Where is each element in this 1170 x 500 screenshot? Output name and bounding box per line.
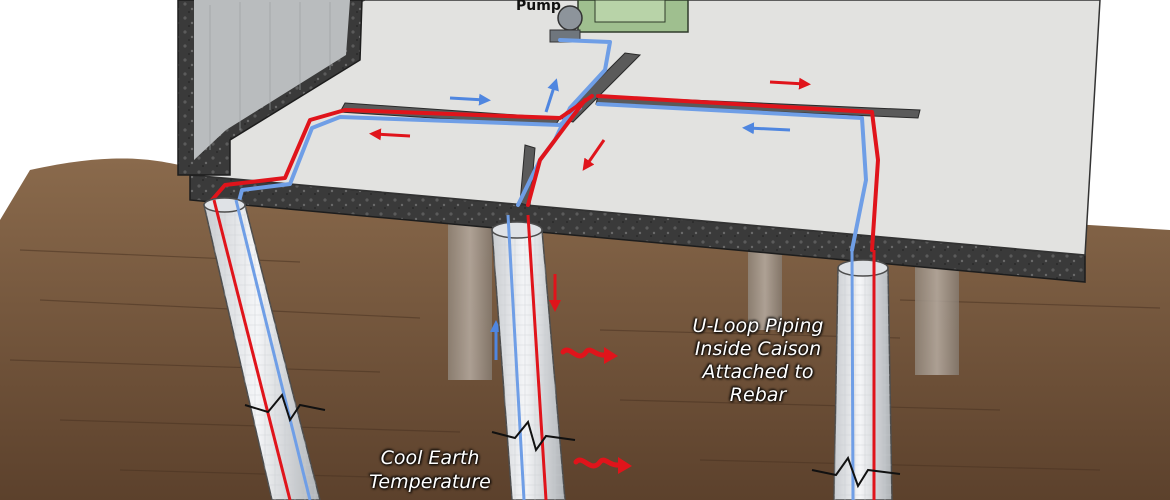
cool-earth-label: Cool Earth Temperature	[345, 446, 515, 494]
pump-icon	[549, 0, 689, 43]
heat-wave-icon	[560, 347, 621, 469]
caisson-right	[811, 249, 901, 500]
background-pier	[915, 255, 959, 375]
caisson-left	[203, 197, 326, 500]
cool-earth-label-line: Cool Earth	[380, 447, 480, 469]
floor-piping	[210, 38, 880, 252]
background-pier	[448, 220, 492, 380]
background-pier	[748, 250, 782, 330]
uloop-label-line: Attached to	[702, 361, 814, 383]
flow-arrow-icon	[369, 77, 811, 360]
back-wall-face	[194, 0, 350, 160]
uloop-label-line: Rebar	[729, 384, 787, 406]
uloop-label-line: Inside Caison	[694, 338, 822, 360]
caisson-middle	[491, 214, 576, 500]
pump-label: Pump	[516, 0, 561, 14]
cool-earth-label-line: Temperature	[369, 471, 491, 493]
uloop-label: U-Loop Piping Inside Caison Attached to …	[668, 315, 848, 407]
uloop-label-line: U-Loop Piping	[692, 315, 824, 337]
